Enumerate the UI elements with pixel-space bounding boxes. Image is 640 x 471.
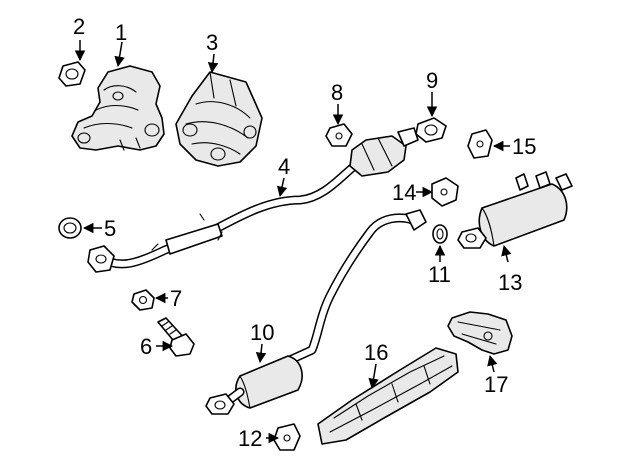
callout-7: 7 <box>170 286 182 311</box>
exhaust-manifold-gasket <box>58 61 86 87</box>
callout-6: 6 <box>140 334 152 359</box>
exhaust-manifold-heat-shield <box>175 71 263 167</box>
muffler-hanger-mid <box>431 177 459 207</box>
center-muffler-hanger <box>273 423 301 451</box>
callout-15: 15 <box>512 134 536 159</box>
front-pipe-gasket <box>58 217 82 239</box>
callout-10: 10 <box>250 320 274 345</box>
callout-5: 5 <box>104 216 116 241</box>
callout-17: 17 <box>484 372 508 397</box>
callout-labels: 1 2 3 4 5 6 7 8 9 10 11 12 13 14 15 16 1… <box>73 14 536 451</box>
callout-16: 16 <box>364 340 388 365</box>
flange-nut <box>131 289 155 311</box>
callout-leaders <box>74 40 512 444</box>
floor-heat-shield <box>317 347 459 445</box>
callout-3: 3 <box>206 30 218 55</box>
callout-1: 1 <box>115 20 127 45</box>
callout-2: 2 <box>73 14 85 39</box>
callout-12: 12 <box>238 426 262 451</box>
callout-8: 8 <box>331 80 343 105</box>
rear-heat-shield <box>447 311 513 355</box>
muffler-gasket <box>432 224 448 244</box>
callout-14: 14 <box>392 180 416 205</box>
catalytic-converter <box>349 127 419 177</box>
intermediate-pipe <box>205 209 427 415</box>
callout-4: 4 <box>278 154 290 179</box>
callout-9: 9 <box>426 68 438 93</box>
exhaust-manifold <box>71 65 165 151</box>
rear-muffler <box>457 171 573 249</box>
callout-11: 11 <box>428 262 451 287</box>
flange-bolt <box>157 317 195 357</box>
front-pipe-hanger <box>325 123 353 147</box>
muffler-hanger-upper <box>467 129 493 159</box>
converter-gasket <box>415 117 447 143</box>
callout-13: 13 <box>498 270 522 295</box>
front-exhaust-pipe <box>87 163 357 273</box>
